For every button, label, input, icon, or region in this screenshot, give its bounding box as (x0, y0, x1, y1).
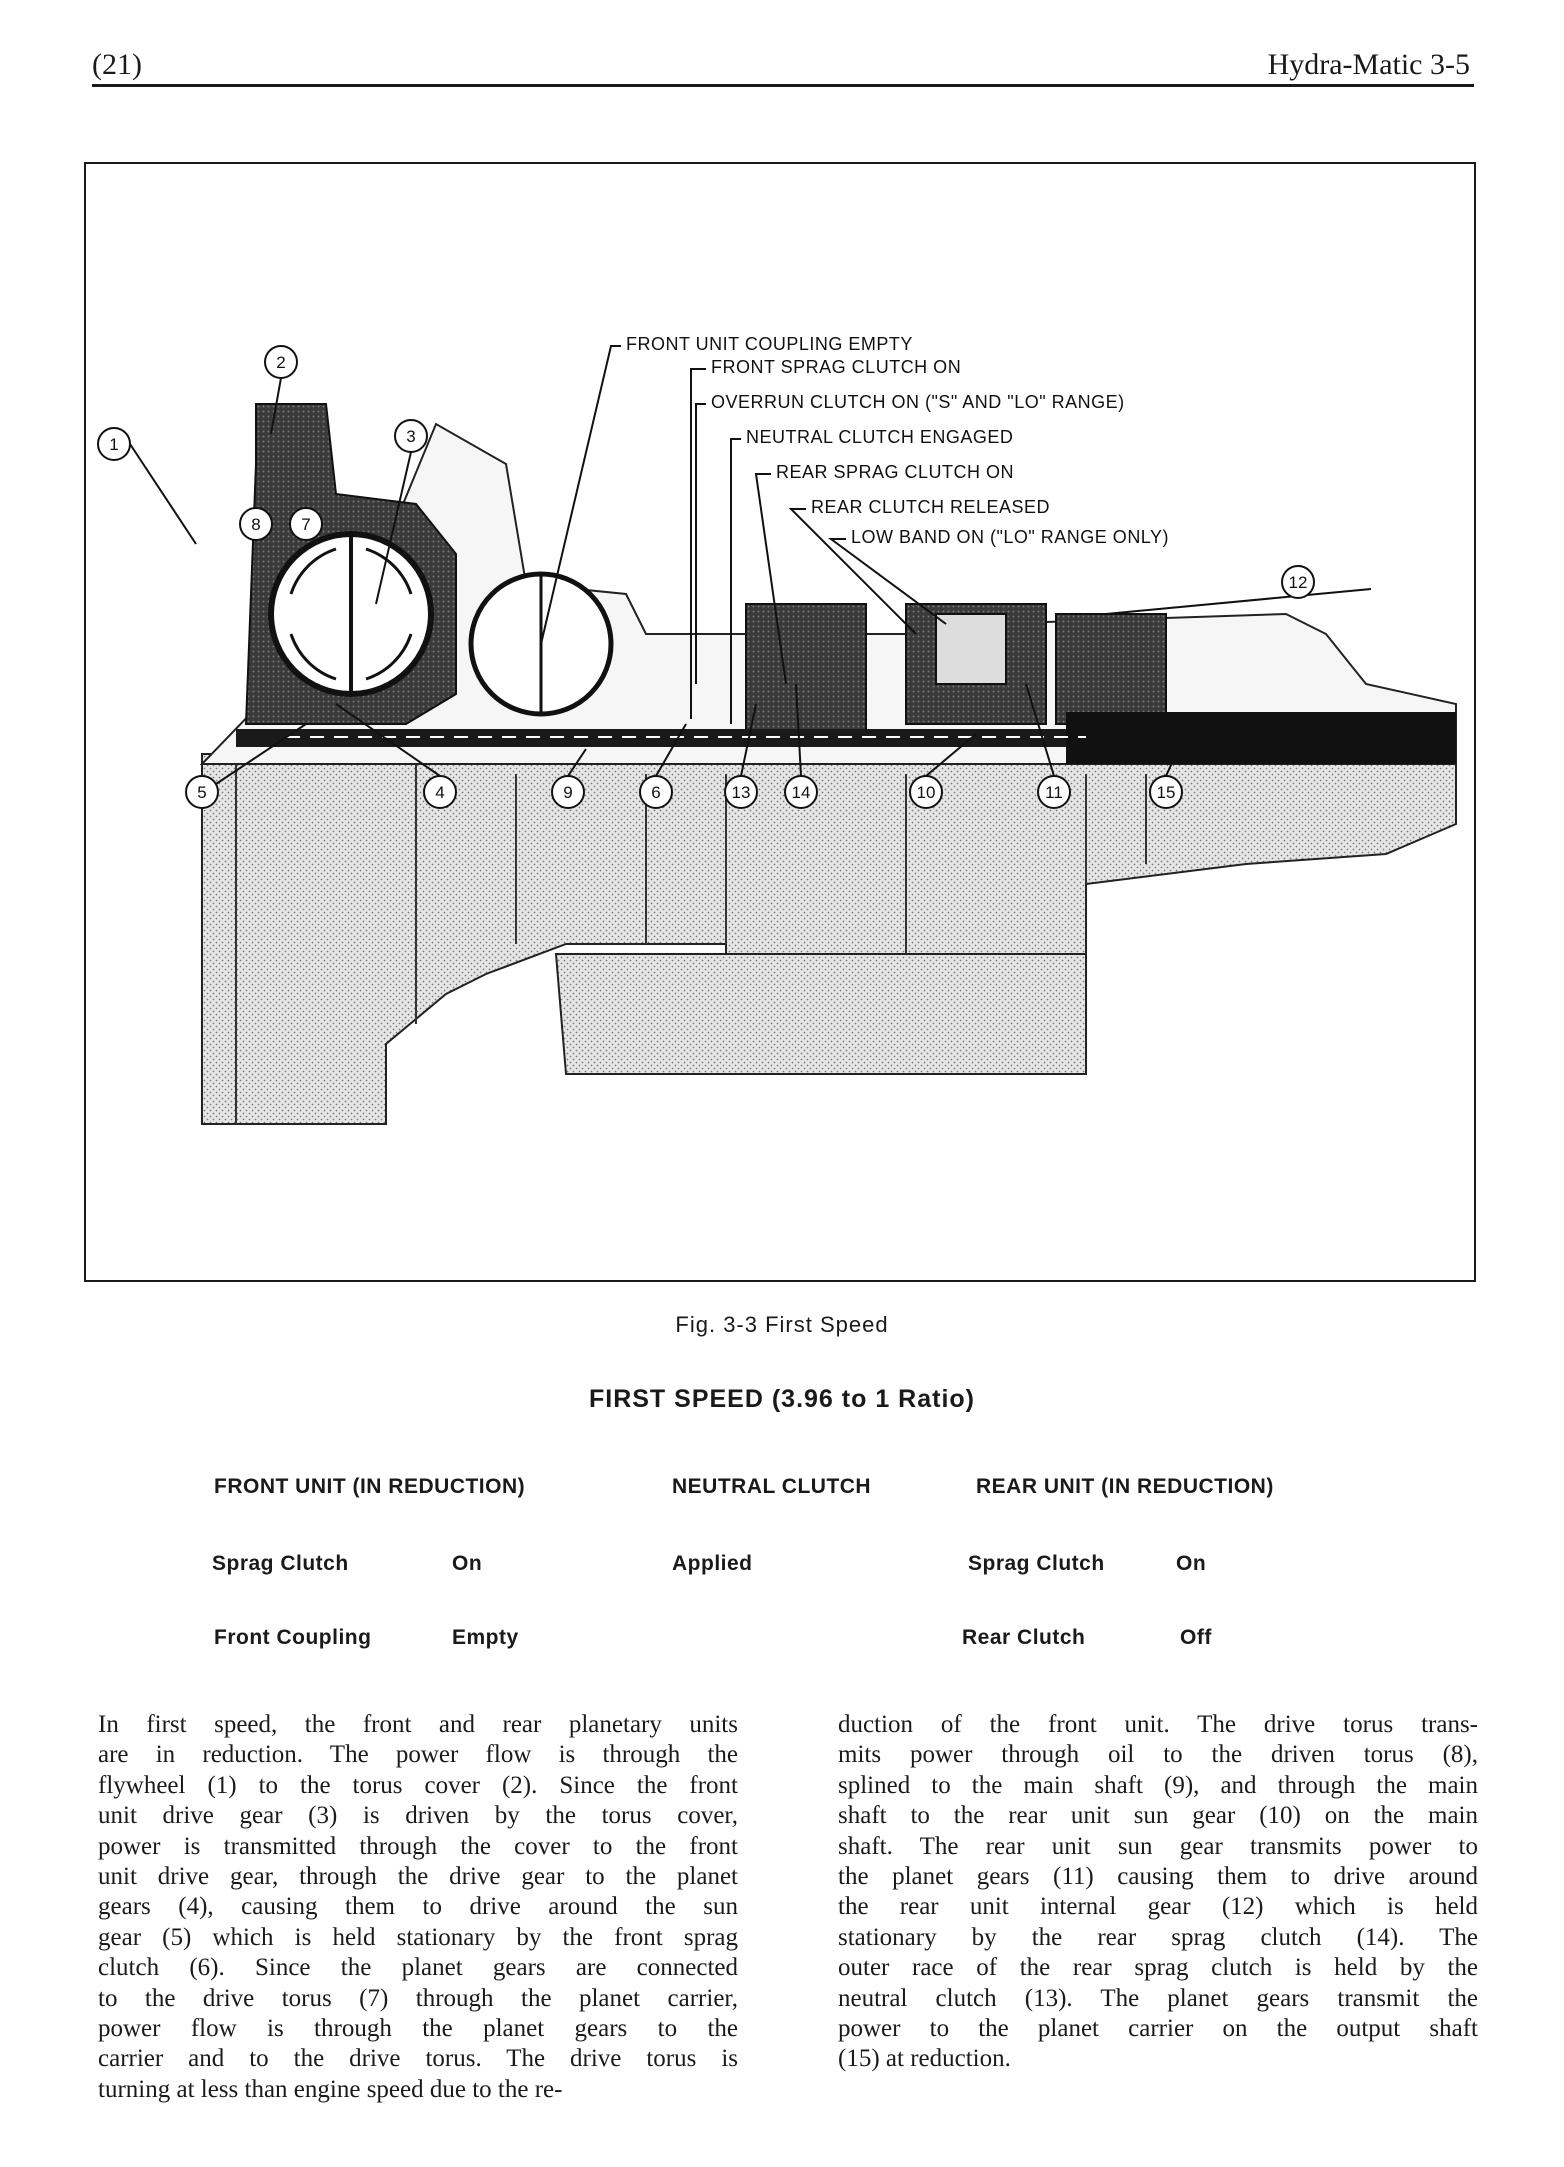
ref-number: 4 (435, 783, 444, 802)
callout-neutral-clutch: NEUTRAL CLUTCH ENGAGED (746, 427, 1013, 447)
ref-number: 2 (276, 353, 285, 372)
ref-number: 14 (792, 783, 811, 802)
body-text-left-column: In first speed, the front and rear plane… (98, 1710, 738, 2105)
text-line: (15) at reduction. (838, 2045, 1011, 2073)
text-line: power flow is through the planet gears t… (98, 2015, 738, 2043)
neutral-clutch-value: Applied (672, 1552, 753, 1575)
rear-clutch-value: Off (1180, 1626, 1212, 1649)
table-header-front-unit: FRONT UNIT (IN REDUCTION) (214, 1475, 526, 1498)
text-line: power to the planet carrier on the outpu… (838, 2015, 1478, 2043)
ref-number: 1 (109, 435, 118, 454)
text-line: mits power through oil to the driven tor… (838, 1741, 1478, 1769)
text-line: the rear unit internal gear (12) which i… (838, 1893, 1478, 1921)
text-line: shaft to the rear unit sun gear (10) on … (838, 1802, 1478, 1830)
callout-overrun-clutch: OVERRUN CLUTCH ON ("S" AND "LO" RANGE) (711, 392, 1125, 412)
page-number: (21) (92, 48, 142, 81)
text-line: carrier and to the drive torus. The driv… (98, 2045, 738, 2073)
text-line: gears (4), causing them to drive around … (98, 1893, 738, 1921)
text-line: duction of the front unit. The drive tor… (838, 1711, 1478, 1738)
figure-caption: Fig. 3-3 First Speed (675, 1312, 889, 1337)
text-line: unit drive gear, through the drive gear … (98, 1863, 738, 1891)
ref-number: 7 (301, 515, 310, 534)
text-line: stationary by the rear sprag clutch (14)… (838, 1923, 1478, 1951)
transmission-cutaway-figure: FRONT UNIT COUPLING EMPTY FRONT SPRAG CL… (84, 162, 1476, 1282)
text-line: to the drive torus (7) through the plane… (98, 1984, 738, 2012)
ref-number: 9 (563, 783, 572, 802)
text-line: outer race of the rear sprag clutch is h… (838, 1954, 1478, 1982)
text-line: gear (5) which is held stationary by the… (98, 1923, 738, 1951)
cutaway-illustration: FRONT UNIT COUPLING EMPTY FRONT SPRAG CL… (97, 334, 1457, 1125)
callout-rear-sprag-clutch: REAR SPRAG CLUTCH ON (776, 462, 1014, 482)
table-header-neutral-clutch: NEUTRAL CLUTCH (672, 1475, 872, 1498)
oil-pan (554, 953, 1087, 1075)
neutral-clutch-pack (745, 603, 867, 745)
text-line: unit drive gear (3) is driven by the tor… (98, 1802, 738, 1830)
text-line: splined to the main shaft (9), and throu… (838, 1771, 1478, 1799)
table-header-rear-unit: REAR UNIT (IN REDUCTION) (976, 1475, 1274, 1498)
rear-planetary (1055, 613, 1167, 725)
rear-clutch-label: Rear Clutch (962, 1626, 1086, 1649)
text-line: the planet gears (11) causing them to dr… (838, 1863, 1478, 1891)
body-text-right-column: duction of the front unit. The drive tor… (838, 1710, 1478, 2075)
ref-number: 3 (406, 427, 415, 446)
front-sprag-clutch-value: On (452, 1552, 483, 1575)
callout-rear-clutch: REAR CLUTCH RELEASED (811, 497, 1050, 517)
ref-number: 8 (251, 515, 260, 534)
header-rule (92, 84, 1474, 87)
ref-number: 5 (197, 783, 206, 802)
ref-number: 10 (917, 783, 936, 802)
text-line: turning at less than engine speed due to… (98, 2075, 563, 2103)
text-line: In first speed, the front and rear plane… (98, 1711, 738, 1738)
text-line: shaft. The rear unit sun gear transmits … (838, 1832, 1478, 1860)
ref-number: 12 (1289, 573, 1308, 592)
front-coupling-value: Empty (452, 1626, 519, 1649)
text-line: flywheel (1) to the torus cover (2). Sin… (98, 1771, 738, 1799)
front-sprag-clutch-label: Sprag Clutch (212, 1552, 349, 1575)
callout-low-band: LOW BAND ON ("LO" RANGE ONLY) (851, 527, 1169, 547)
text-line: are in reduction. The power flow is thro… (98, 1741, 738, 1769)
ref-number: 11 (1045, 783, 1063, 802)
front-coupling-label: Front Coupling (214, 1626, 372, 1649)
rear-sprag-clutch-label: Sprag Clutch (968, 1552, 1105, 1575)
output-shaft (1066, 712, 1456, 764)
text-line: clutch (6). Since the planet gears are c… (98, 1954, 738, 1982)
section-title: FIRST SPEED (3.96 to 1 Ratio) (588, 1385, 975, 1413)
callout-front-unit-coupling: FRONT UNIT COUPLING EMPTY (626, 334, 913, 354)
ref-number: 15 (1157, 783, 1176, 802)
text-line: power is transmitted through the cover t… (98, 1832, 738, 1860)
section-header: Hydra-Matic 3-5 (1267, 48, 1470, 81)
main-shaft (236, 729, 1336, 747)
ref-number: 6 (651, 783, 660, 802)
callout-front-sprag-clutch: FRONT SPRAG CLUTCH ON (711, 357, 961, 377)
rear-sprag-clutch-value: On (1176, 1552, 1207, 1575)
text-line: neutral clutch (13). The planet gears tr… (838, 1984, 1478, 2012)
ref-number: 13 (732, 783, 751, 802)
